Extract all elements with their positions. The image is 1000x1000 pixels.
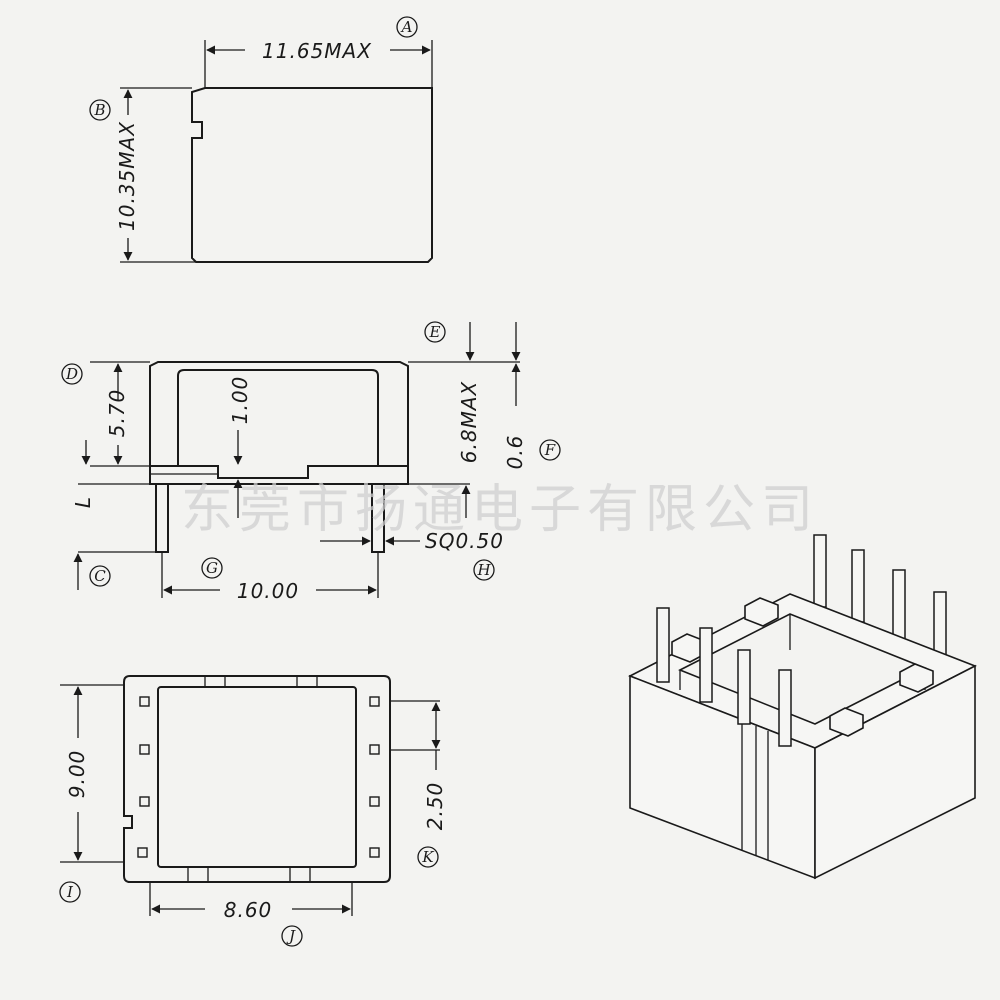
label-c: C xyxy=(94,567,106,585)
dimension-b: 10.35MAX xyxy=(115,121,139,231)
dimension-j: 2.50 xyxy=(423,782,447,831)
label-h: H xyxy=(476,561,491,579)
bottom-view: 9.00 I 2.50 K 8.60 J xyxy=(59,675,447,947)
dimension-h: 10.00 xyxy=(237,579,299,603)
pin-holes xyxy=(137,696,380,858)
dimension-d: 1.00 xyxy=(228,376,252,425)
label-a: A xyxy=(400,18,413,36)
label-d: D xyxy=(65,365,78,383)
watermark-text: 东莞市扬通电子有限公司 xyxy=(181,480,819,540)
dimension-l: L xyxy=(71,496,95,508)
dimension-e: 6.8MAX xyxy=(457,380,481,463)
bottom-view-outline xyxy=(123,675,391,883)
label-b-circle xyxy=(89,99,111,121)
side-view-body xyxy=(149,361,409,466)
label-k: K xyxy=(421,848,434,866)
back-pins xyxy=(813,534,947,667)
dimension-g: SQ0.50 xyxy=(425,529,504,553)
label-b: B xyxy=(93,101,105,119)
dimension-i: 9.00 xyxy=(65,750,89,799)
side-view: 5.70 D 1.00 L C 6.8MAX E 0.6 F SQ0.50 H … xyxy=(61,321,561,603)
label-g: G xyxy=(206,559,218,577)
top-view-outline xyxy=(191,87,433,263)
pin-left xyxy=(155,483,169,553)
bottom-view-window xyxy=(157,686,357,868)
top-view: 11.65MAX A 10.35MAX B xyxy=(89,16,433,263)
label-j: J xyxy=(286,927,296,945)
label-a-circle xyxy=(396,16,418,38)
dimension-c: 5.70 xyxy=(105,389,129,438)
front-pins xyxy=(656,607,792,747)
label-e: E xyxy=(429,323,441,341)
label-f: F xyxy=(544,441,556,459)
dimension-a: 11.65MAX xyxy=(262,39,372,63)
front-right-wall xyxy=(814,664,976,880)
label-i: I xyxy=(66,883,74,901)
dimension-f: 0.6 xyxy=(503,435,527,470)
isometric-view xyxy=(628,534,977,880)
dimension-k: 8.60 xyxy=(224,898,273,922)
